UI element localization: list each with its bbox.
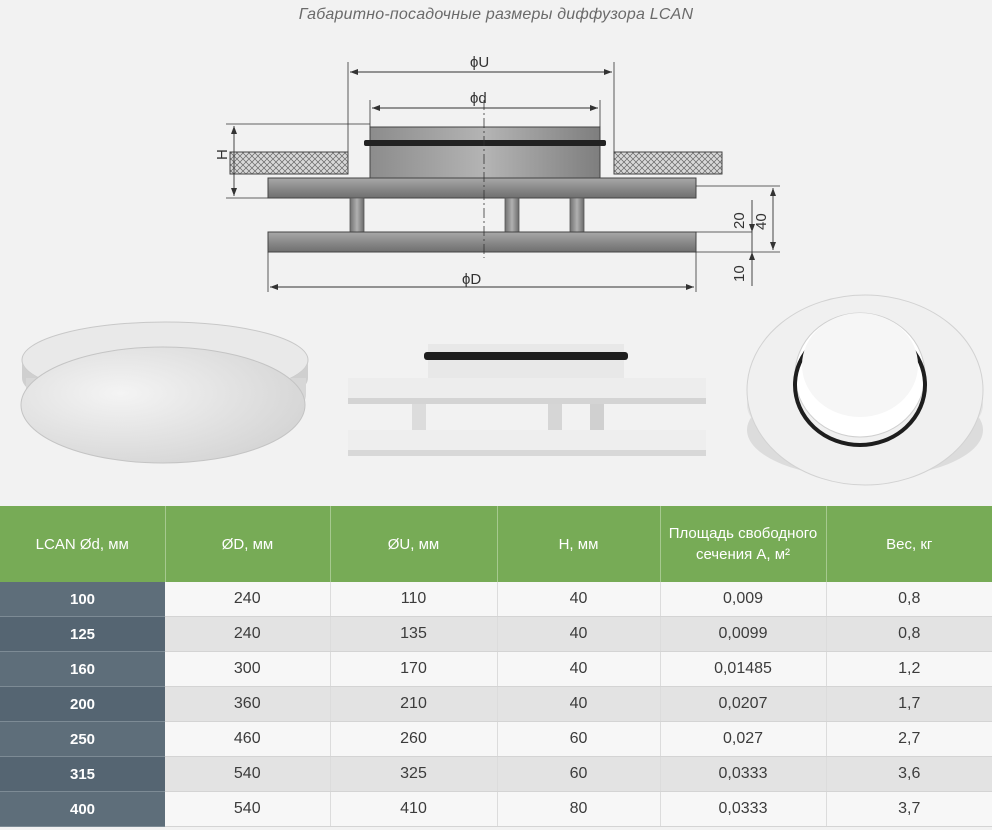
table-cell: 0,009: [660, 582, 827, 617]
render-top: [746, 294, 984, 486]
table-cell: 300: [165, 651, 331, 687]
table-cell: 60: [497, 721, 661, 757]
label-u: ϕU: [470, 54, 489, 71]
table-cell: 60: [497, 756, 661, 792]
table-cell: 110: [330, 582, 498, 617]
table-cell: 200: [0, 686, 165, 722]
label-20: 20: [731, 212, 748, 229]
table-cell: 170: [330, 651, 498, 687]
table-cell: 0,027: [660, 721, 827, 757]
table-cell: 410: [330, 791, 498, 827]
table-cell: 540: [165, 791, 331, 827]
table-cell: 315: [0, 756, 165, 792]
table-cell: 250: [0, 721, 165, 757]
table-cell: 540: [165, 756, 331, 792]
label-big-d: ϕD: [462, 271, 481, 288]
table-cell: 240: [165, 616, 331, 652]
table-row: 100 240 110 40 0,009 0,8: [0, 582, 992, 617]
ceiling-left: [229, 151, 349, 175]
table-cell: 160: [0, 651, 165, 687]
table-row: 400 540 410 80 0,0333 3,7: [0, 791, 992, 827]
table-row: 160 300 170 40 0,01485 1,2: [0, 651, 992, 687]
post-middle: [504, 197, 520, 233]
collar: [369, 126, 601, 180]
table-row: 250 460 260 60 0,027 2,7: [0, 721, 992, 757]
table-cell: 260: [330, 721, 498, 757]
header-cell: Площадь свободного сечения A, м²: [660, 506, 827, 582]
post-right: [569, 197, 585, 233]
table-header-row: LCAN Ød, мм ØD, мм ØU, мм H, мм Площадь …: [0, 506, 992, 582]
table-cell: 460: [165, 721, 331, 757]
table-cell: 400: [0, 791, 165, 827]
label-10: 10: [731, 265, 748, 282]
lower-plate: [267, 231, 697, 253]
page-title: Габаритно-посадочные размеры диффузора L…: [298, 6, 694, 23]
table-cell: 0,8: [826, 616, 992, 652]
header-cell: ØD, мм: [165, 506, 331, 582]
table-row: 125 240 135 40 0,0099 0,8: [0, 616, 992, 652]
seal-ring: [364, 140, 606, 146]
table-row: 315 540 325 60 0,0333 3,6: [0, 756, 992, 792]
ceiling-right: [613, 151, 723, 175]
table-cell: 0,0333: [660, 791, 827, 827]
table-cell: 360: [165, 686, 331, 722]
post-left: [349, 197, 365, 233]
header-cell: H, мм: [497, 506, 661, 582]
label-40: 40: [753, 213, 770, 230]
header-cell: Вес, кг: [826, 506, 992, 582]
table-cell: 1,2: [826, 651, 992, 687]
table-cell: 0,0207: [660, 686, 827, 722]
table-cell: 3,6: [826, 756, 992, 792]
table-cell: 100: [0, 582, 165, 617]
upper-plate: [267, 177, 697, 199]
table-cell: 210: [330, 686, 498, 722]
header-cell: LCAN Ød, мм: [0, 506, 166, 582]
table-cell: 40: [497, 651, 661, 687]
table-cell: 40: [497, 686, 661, 722]
table-cell: 135: [330, 616, 498, 652]
label-h: H: [214, 149, 231, 160]
table-cell: 125: [0, 616, 165, 652]
table-cell: 325: [330, 756, 498, 792]
table-cell: 40: [497, 582, 661, 617]
table-cell: 0,0099: [660, 616, 827, 652]
render-disc: [20, 321, 309, 464]
table-cell: 1,7: [826, 686, 992, 722]
table-cell: 0,8: [826, 582, 992, 617]
technical-drawing: ϕU ϕd ϕD H 20 40 10: [20, 54, 984, 486]
table-cell: 3,7: [826, 791, 992, 827]
table-cell: 80: [497, 791, 661, 827]
header-cell: ØU, мм: [330, 506, 498, 582]
table-cell: 2,7: [826, 721, 992, 757]
render-side: [348, 344, 706, 456]
table-row: 200 360 210 40 0,0207 1,7: [0, 686, 992, 722]
table-cell: 0,0333: [660, 756, 827, 792]
specs-table: LCAN Ød, мм ØD, мм ØU, мм H, мм Площадь …: [0, 506, 992, 827]
table-cell: 0,01485: [660, 651, 827, 687]
table-cell: 240: [165, 582, 331, 617]
table-cell: 40: [497, 616, 661, 652]
label-d: ϕd: [470, 90, 487, 107]
